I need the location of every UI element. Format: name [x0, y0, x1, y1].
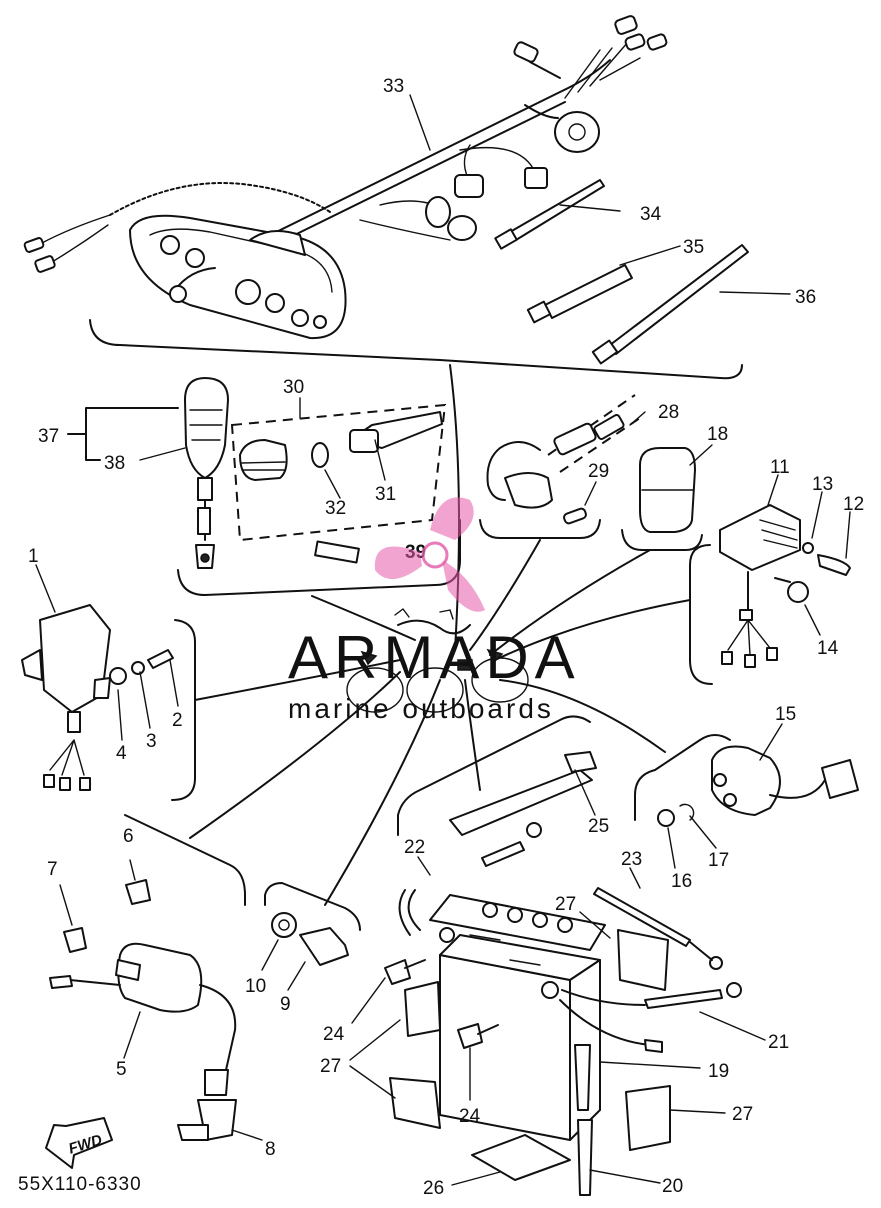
callout-20: 20	[662, 1176, 683, 1197]
callout-19: 19	[708, 1061, 729, 1082]
callout-29: 29	[588, 461, 609, 482]
callout-7: 7	[47, 859, 58, 880]
group-37-bracket	[67, 407, 179, 461]
callout-11: 11	[770, 457, 790, 478]
cable-hub	[346, 608, 529, 713]
spark-plug-9	[271, 912, 349, 966]
callout-6: 6	[123, 826, 134, 847]
callout-27-c: 27	[732, 1104, 753, 1125]
callout-27-a: 27	[555, 894, 576, 915]
callout-23: 23	[621, 849, 642, 870]
callout-35: 35	[683, 237, 704, 258]
callout-12: 12	[843, 494, 864, 515]
callout-33: 33	[383, 76, 404, 97]
battery-cables	[481, 822, 742, 1009]
callout-2: 2	[172, 710, 183, 731]
rectifier-11	[719, 504, 851, 668]
watermark: ARMADA marine outboards	[288, 497, 581, 724]
callout-37: 37	[38, 426, 59, 447]
starter-relay-28	[486, 394, 641, 525]
callout-1: 1	[28, 546, 39, 567]
callout-30: 30	[283, 377, 304, 398]
callout-leaders	[35, 94, 851, 1186]
spiral-wrap	[23, 182, 331, 273]
callout-13: 13	[812, 474, 833, 495]
callout-18: 18	[707, 424, 728, 445]
callout-10: 10	[245, 976, 266, 997]
group-brackets	[89, 319, 743, 931]
callout-14: 14	[817, 638, 839, 659]
wire-harness-33	[249, 15, 668, 253]
cable-tie-36	[591, 244, 749, 365]
cable-tie-35	[526, 264, 633, 324]
diagram-code: 55X110-6330	[18, 1174, 142, 1195]
cdi-unit-1	[21, 604, 174, 791]
cable-tie-34	[494, 179, 605, 250]
callout-38: 38	[104, 453, 125, 474]
callout-9: 9	[280, 994, 291, 1015]
ignition-coil-5	[49, 879, 237, 1141]
callout-5: 5	[116, 1059, 127, 1080]
switch-parts-30	[230, 403, 447, 564]
starter-solenoid-15	[657, 745, 859, 827]
callout-21: 21	[768, 1032, 789, 1053]
callout-27-b: 27	[320, 1056, 341, 1077]
callout-8: 8	[265, 1139, 276, 1160]
battery-19	[398, 889, 663, 1196]
callout-26: 26	[423, 1178, 444, 1199]
watermark-brand: ARMADA	[288, 624, 581, 691]
callout-34: 34	[640, 204, 662, 225]
wire-paths	[189, 364, 691, 906]
callout-24-b: 24	[459, 1106, 481, 1127]
callout-28: 28	[658, 402, 679, 423]
bolts-24	[384, 959, 499, 1049]
callout-22: 22	[404, 837, 425, 858]
meter-console	[129, 214, 347, 340]
callout-36: 36	[795, 287, 816, 308]
pads-27	[389, 929, 671, 1151]
callout-24-a: 24	[323, 1024, 345, 1045]
callout-16: 16	[671, 871, 692, 892]
watermark-tagline: marine outboards	[288, 693, 554, 724]
fuse-box-18	[639, 447, 696, 533]
fwd-arrow-icon: FWD	[45, 1117, 113, 1169]
callout-numbers: 33 34 35 36 30 37 38 31 32 39 28 29 18 1…	[18, 76, 864, 1199]
callout-3: 3	[146, 731, 157, 752]
callout-25: 25	[588, 816, 609, 837]
callout-4: 4	[116, 743, 127, 764]
callout-15: 15	[775, 704, 796, 725]
propeller-logo-icon	[374, 497, 485, 612]
battery-strap-25	[449, 751, 597, 836]
callout-17: 17	[708, 850, 729, 871]
callout-32: 32	[325, 498, 346, 519]
callout-31: 31	[375, 484, 396, 505]
main-switch-37	[184, 377, 229, 569]
mat-26	[471, 1134, 571, 1181]
